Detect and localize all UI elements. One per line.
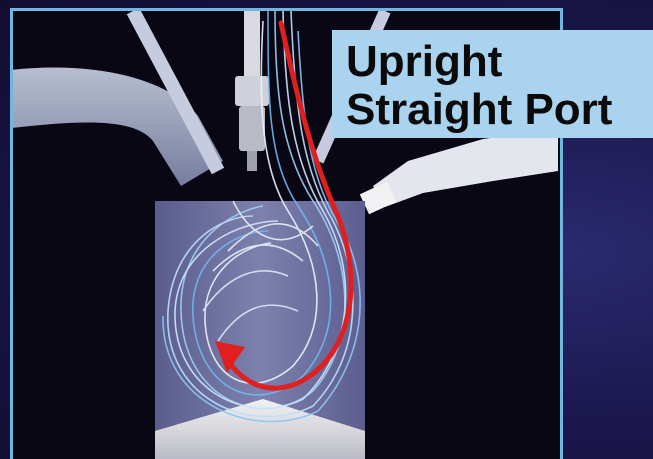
- injector: [360, 129, 558, 214]
- spark-plug: [235, 11, 269, 171]
- caption-line-1: Upright: [346, 38, 653, 86]
- caption-line-2: Straight Port: [346, 86, 653, 134]
- caption-box: Upright Straight Port: [332, 30, 653, 138]
